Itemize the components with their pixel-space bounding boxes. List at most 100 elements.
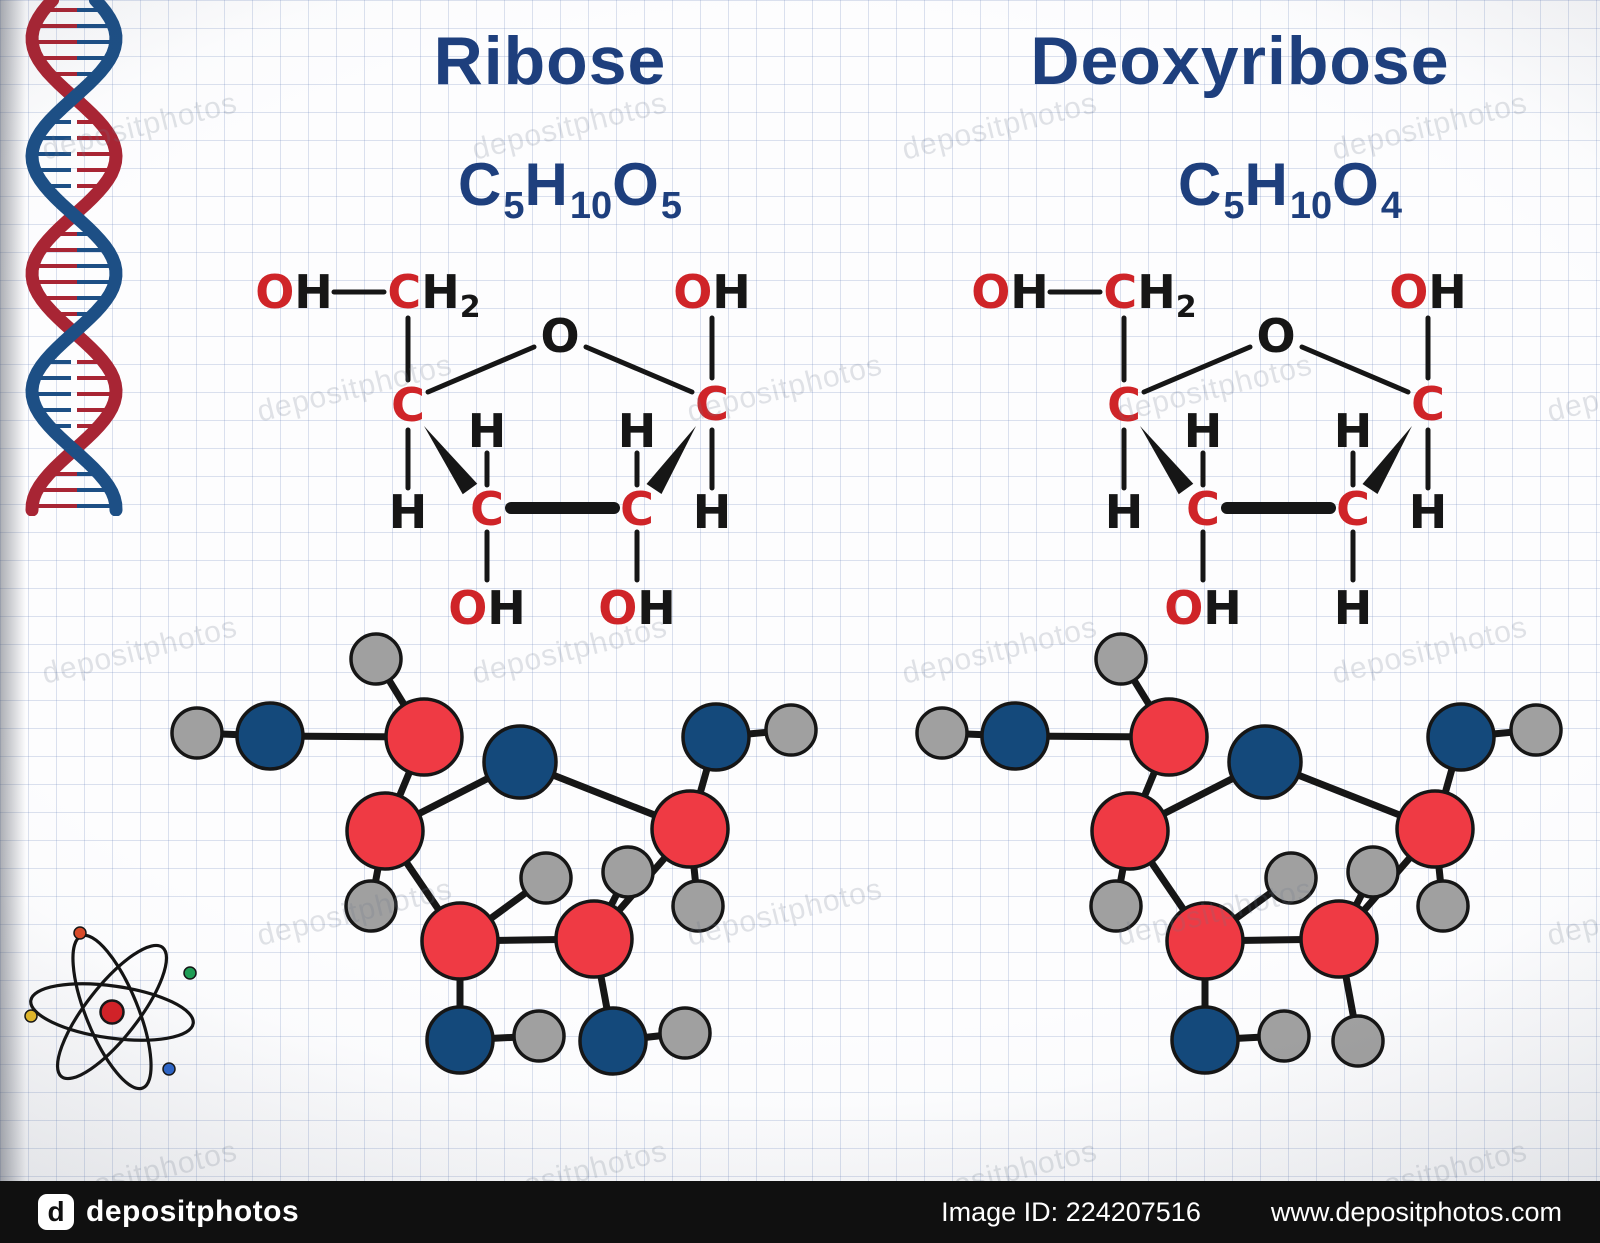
hydrogen-atom [519, 851, 573, 905]
oxygen-atom [1227, 724, 1303, 800]
carbon-atom [650, 789, 730, 869]
atom-label: C [470, 482, 504, 536]
formula-symbol: O [612, 151, 661, 218]
bond [425, 344, 537, 395]
oxygen-atom [1170, 1005, 1240, 1075]
formula-symbol: O [1332, 151, 1381, 218]
oxygen-atom [681, 702, 751, 772]
atom-label: OH [971, 265, 1049, 319]
footer-bar: d depositphotos Image ID: 224207516 www.… [0, 1181, 1600, 1243]
hydrogen-atom [658, 1006, 712, 1060]
oxygen-atom [235, 701, 305, 771]
atom-label: OH [448, 581, 526, 635]
atom-label: OH [673, 265, 751, 319]
atom-label: CH2 [1103, 265, 1196, 325]
atom-label: C [620, 482, 654, 536]
atom-label: O [540, 309, 579, 363]
carbon-atom [554, 899, 634, 979]
hydrogen-atom [1331, 1014, 1385, 1068]
atom-label: C [1336, 482, 1370, 536]
carbon-atom [420, 901, 500, 981]
atom-label: OH [598, 581, 676, 635]
wedge-bond [424, 426, 478, 495]
electron-orbit [55, 943, 169, 1081]
hydrogen-atom [344, 879, 398, 933]
atom-label: C [391, 378, 425, 432]
formula-subscript: 10 [1289, 185, 1333, 227]
atom-label: OH [1389, 265, 1467, 319]
atom-label: OH [255, 265, 333, 319]
wedge-bond [1362, 426, 1412, 494]
image-id-text: Image ID: 224207516 [941, 1196, 1201, 1227]
atom-label: H [1409, 485, 1448, 539]
formula-subscript: 10 [569, 185, 613, 227]
electron [183, 966, 197, 980]
depositphotos-logo-text: depositphotos [86, 1195, 300, 1228]
bond [1299, 344, 1411, 395]
atom-label: C [1186, 482, 1220, 536]
bond [583, 344, 695, 395]
wedge-bond [1140, 426, 1194, 495]
oxygen-atom [980, 701, 1050, 771]
formula-subscript: 5 [503, 185, 525, 227]
atom-label: CH2 [387, 265, 480, 325]
atom-label: H [1334, 404, 1373, 458]
hydrogen-atom [764, 703, 818, 757]
dna-double-helix-icon [25, 0, 123, 516]
atom-label: H [1105, 485, 1144, 539]
atom-label: C [1107, 378, 1141, 432]
carbon-atom [1395, 789, 1475, 869]
carbon-atom [1299, 899, 1379, 979]
nucleus [99, 999, 125, 1025]
formula-symbol: C [458, 151, 504, 218]
formula-symbol: H [1244, 151, 1290, 218]
ribose-ball-stick-model [170, 632, 818, 1076]
formula-subscript: 5 [660, 185, 682, 227]
carbon-atom [1165, 901, 1245, 981]
dna-strand-red [25, 0, 123, 516]
carbon-atom [1129, 697, 1209, 777]
depositphotos-logo: d depositphotos [38, 1194, 299, 1230]
hydrogen-atom [1264, 851, 1318, 905]
hydrogen-atom [512, 1009, 566, 1063]
deoxyribose-ball-stick-model [915, 632, 1563, 1075]
hydrogen-atom [601, 845, 655, 899]
hydrogen-atom [915, 706, 969, 760]
hydrogen-atom [1089, 879, 1143, 933]
footer-credits: Image ID: 224207516 www.depositphotos.co… [941, 1197, 1562, 1228]
oxygen-atom [425, 1005, 495, 1075]
atom-label: C [1411, 377, 1445, 431]
wedge-bond [646, 426, 696, 494]
hydrogen-atom [349, 632, 403, 686]
atom-label: H [618, 404, 657, 458]
hydrogen-atom [1509, 703, 1563, 757]
oxygen-atom [482, 724, 558, 800]
electron-orbit [29, 982, 195, 1042]
electron [73, 926, 87, 940]
atom-label: H [1184, 404, 1223, 458]
hydrogen-atom [170, 706, 224, 760]
hydrogen-atom [1094, 632, 1148, 686]
hydrogen-atom [1346, 845, 1400, 899]
hydrogen-atom [1257, 1009, 1311, 1063]
carbon-atom [345, 791, 425, 871]
depositphotos-logo-icon: d [38, 1194, 74, 1230]
atom-model-icon [24, 926, 197, 1091]
oxygen-atom [1426, 702, 1496, 772]
ribose-title: Ribose [433, 23, 667, 99]
atom-label: H [693, 485, 732, 539]
formula-subscript: 4 [1380, 185, 1402, 227]
dna-strand-blue [25, 0, 123, 516]
oxygen-atom [578, 1006, 648, 1076]
ribose-molecular-formula: C5H10O5 [380, 150, 760, 228]
atom-label: OH [1164, 581, 1242, 635]
carbon-atom [384, 697, 464, 777]
atom-label: O [1256, 309, 1295, 363]
electron [162, 1062, 176, 1076]
formula-subscript: 5 [1223, 185, 1245, 227]
atom-label: H [1334, 581, 1373, 635]
formula-symbol: H [524, 151, 570, 218]
